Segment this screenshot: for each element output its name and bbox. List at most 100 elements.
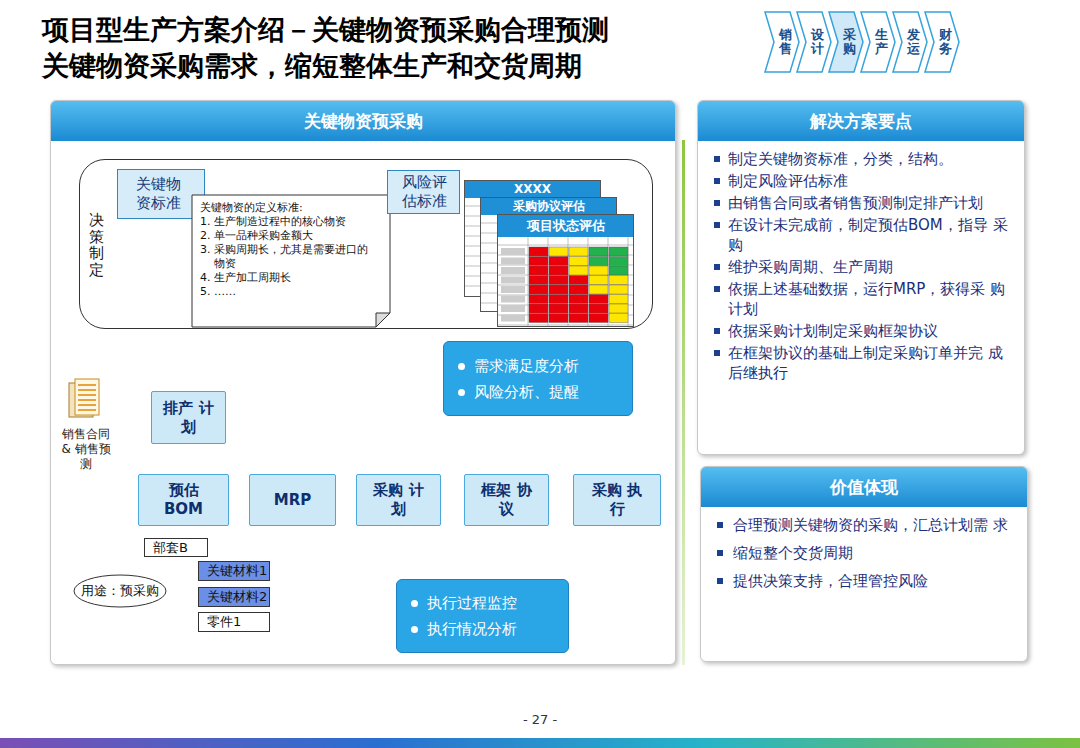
footer-bar bbox=[0, 738, 1080, 748]
status-cell bbox=[529, 285, 548, 294]
chevron-outline bbox=[829, 12, 863, 72]
process-box: 采购 计划 bbox=[356, 474, 441, 526]
chevron-outline bbox=[925, 12, 959, 72]
callout-box: 执行过程监控执行情况分析 bbox=[396, 579, 569, 653]
bullet bbox=[411, 626, 418, 633]
row-label-cell bbox=[501, 277, 525, 284]
text-line: 制定风险评估标准 bbox=[698, 171, 1024, 191]
bullet bbox=[714, 350, 720, 356]
status-cell bbox=[569, 276, 588, 285]
bom-item: 关键材料1 bbox=[198, 561, 270, 581]
paper-front bbox=[75, 379, 99, 415]
nav-chevron: 生产 bbox=[861, 12, 895, 72]
decision-group: 决策制定关键物 资标准关键物资的定义标准:1. 生产制造过程中的核心物资2. 单… bbox=[79, 159, 653, 329]
chevron-outline bbox=[893, 12, 927, 72]
text-line: 制定关键物资标准，分类，结构。 bbox=[698, 149, 1024, 169]
panel: 解决方案要点制定关键物资标准，分类，结构。制定风险评估标准由销售合同或者销售预测… bbox=[697, 100, 1025, 455]
label-text: 需求满足度分析 bbox=[474, 357, 579, 375]
row-label-cell bbox=[501, 267, 525, 274]
label-text: 价值体现 bbox=[830, 477, 898, 497]
label-text: 框架 协议 bbox=[481, 481, 531, 518]
paper-stripe bbox=[78, 394, 96, 396]
label-text: 4. 生产加工周期长 bbox=[200, 271, 291, 284]
label-text: 1. 生产制造过程中的核心物资 bbox=[200, 215, 346, 228]
text-line: 采购 计划 bbox=[369, 481, 428, 519]
text-line: 提供决策支持，合理管控风险 bbox=[701, 571, 1027, 591]
status-cell bbox=[569, 247, 588, 256]
text-line: 维护采购周期、生产周期 bbox=[698, 257, 1024, 277]
row-label-cell bbox=[501, 286, 525, 293]
text-line: 项目状态评估 bbox=[498, 215, 633, 237]
text-line: 执行情况分析 bbox=[411, 616, 568, 642]
label-text: 在设计未完成前，制定预估BOM，指导 采购 bbox=[728, 216, 1008, 254]
bullet bbox=[714, 286, 720, 292]
status-cell bbox=[589, 266, 608, 275]
process-box: 框架 协议 bbox=[464, 474, 549, 526]
text-line: 4. 生产加工周期长 bbox=[200, 271, 382, 285]
bullet bbox=[714, 222, 720, 228]
label-text: 维护采购周期、生产周期 bbox=[728, 258, 893, 276]
bubble-outline bbox=[74, 575, 166, 607]
text-line: 在框架协议的基础上制定采购订单并完 成后继执行 bbox=[698, 343, 1024, 383]
text-line: 需求满足度分析 bbox=[458, 353, 632, 379]
label-text: XXXX bbox=[514, 182, 551, 196]
status-cell bbox=[529, 304, 548, 313]
nav-chevron: 财务 bbox=[925, 12, 959, 72]
nav-chevron: 采购 bbox=[829, 12, 863, 72]
bullet bbox=[717, 578, 723, 584]
bullet bbox=[717, 522, 723, 528]
text-line: 风险评 估标准 bbox=[402, 173, 453, 211]
label-text: 风险分析、提醒 bbox=[474, 383, 579, 401]
status-cell bbox=[589, 314, 608, 323]
status-cell bbox=[589, 295, 608, 304]
status-cell bbox=[549, 247, 568, 256]
status-cell bbox=[569, 285, 588, 294]
label-text: 执行过程监控 bbox=[427, 594, 517, 612]
text-line: 发运 bbox=[907, 28, 920, 57]
text-line: 生产 bbox=[875, 28, 888, 57]
status-cell bbox=[589, 257, 608, 266]
text-line: 由销售合同或者销售预测制定排产计划 bbox=[698, 193, 1024, 213]
callout-box: 需求满足度分析风险分析、提醒 bbox=[443, 341, 633, 416]
status-cell bbox=[609, 266, 628, 275]
paper-stripe bbox=[78, 404, 96, 406]
text-line: 部套B bbox=[153, 539, 207, 556]
label-text: 发运 bbox=[907, 27, 920, 56]
text-line: 零件1 bbox=[207, 613, 269, 630]
grid-line bbox=[528, 237, 529, 326]
label-text: 制定风险评估标准 bbox=[728, 172, 848, 190]
status-cell bbox=[589, 304, 608, 313]
text-line: 财务 bbox=[939, 28, 952, 57]
text-line: 风险分析、提醒 bbox=[458, 379, 632, 405]
text-line: 5. …… bbox=[200, 285, 382, 299]
label-text: 在框架协议的基础上制定采购订单并完 成后继执行 bbox=[728, 344, 1003, 382]
label-text: 关键物资预采购 bbox=[304, 111, 423, 131]
process-box: 预估 BOM bbox=[138, 474, 229, 526]
standard-box: 风险评 估标准 bbox=[387, 170, 460, 214]
chevron-outline bbox=[861, 12, 895, 72]
document-icon: 销售合同 & 销售预测 bbox=[53, 377, 119, 476]
label-text: 缩短整个交货周期 bbox=[733, 544, 853, 562]
label-text: 采购 bbox=[843, 27, 856, 56]
divider-line bbox=[682, 140, 685, 665]
text-line: 依据采购计划制定采购框架协议 bbox=[698, 321, 1024, 341]
status-cell bbox=[609, 257, 628, 266]
evaluation-sheet: 项目状态评估 bbox=[497, 214, 634, 327]
status-cell bbox=[529, 247, 548, 256]
text-line: 价值体现 bbox=[701, 467, 1027, 507]
label-text: 决策制定 bbox=[89, 211, 104, 279]
bullet bbox=[458, 389, 465, 396]
label-text: 2. 单一品种采购金额大 bbox=[200, 229, 313, 242]
paper-stripe bbox=[78, 409, 96, 411]
label-text: 采购 计划 bbox=[373, 481, 423, 518]
bullet bbox=[458, 363, 465, 370]
status-cell bbox=[549, 285, 568, 294]
label-text: 部套B bbox=[153, 540, 188, 555]
text-line: 采购协议评估 bbox=[481, 198, 616, 215]
panel: 关键物资预采购决策制定关键物 资标准关键物资的定义标准:1. 生产制造过程中的核… bbox=[50, 100, 676, 665]
label-text: 设计 bbox=[811, 27, 824, 56]
status-cell bbox=[569, 295, 588, 304]
note-outline bbox=[192, 195, 390, 327]
label-text: 项目状态评估 bbox=[527, 218, 605, 233]
status-cell bbox=[609, 314, 628, 323]
